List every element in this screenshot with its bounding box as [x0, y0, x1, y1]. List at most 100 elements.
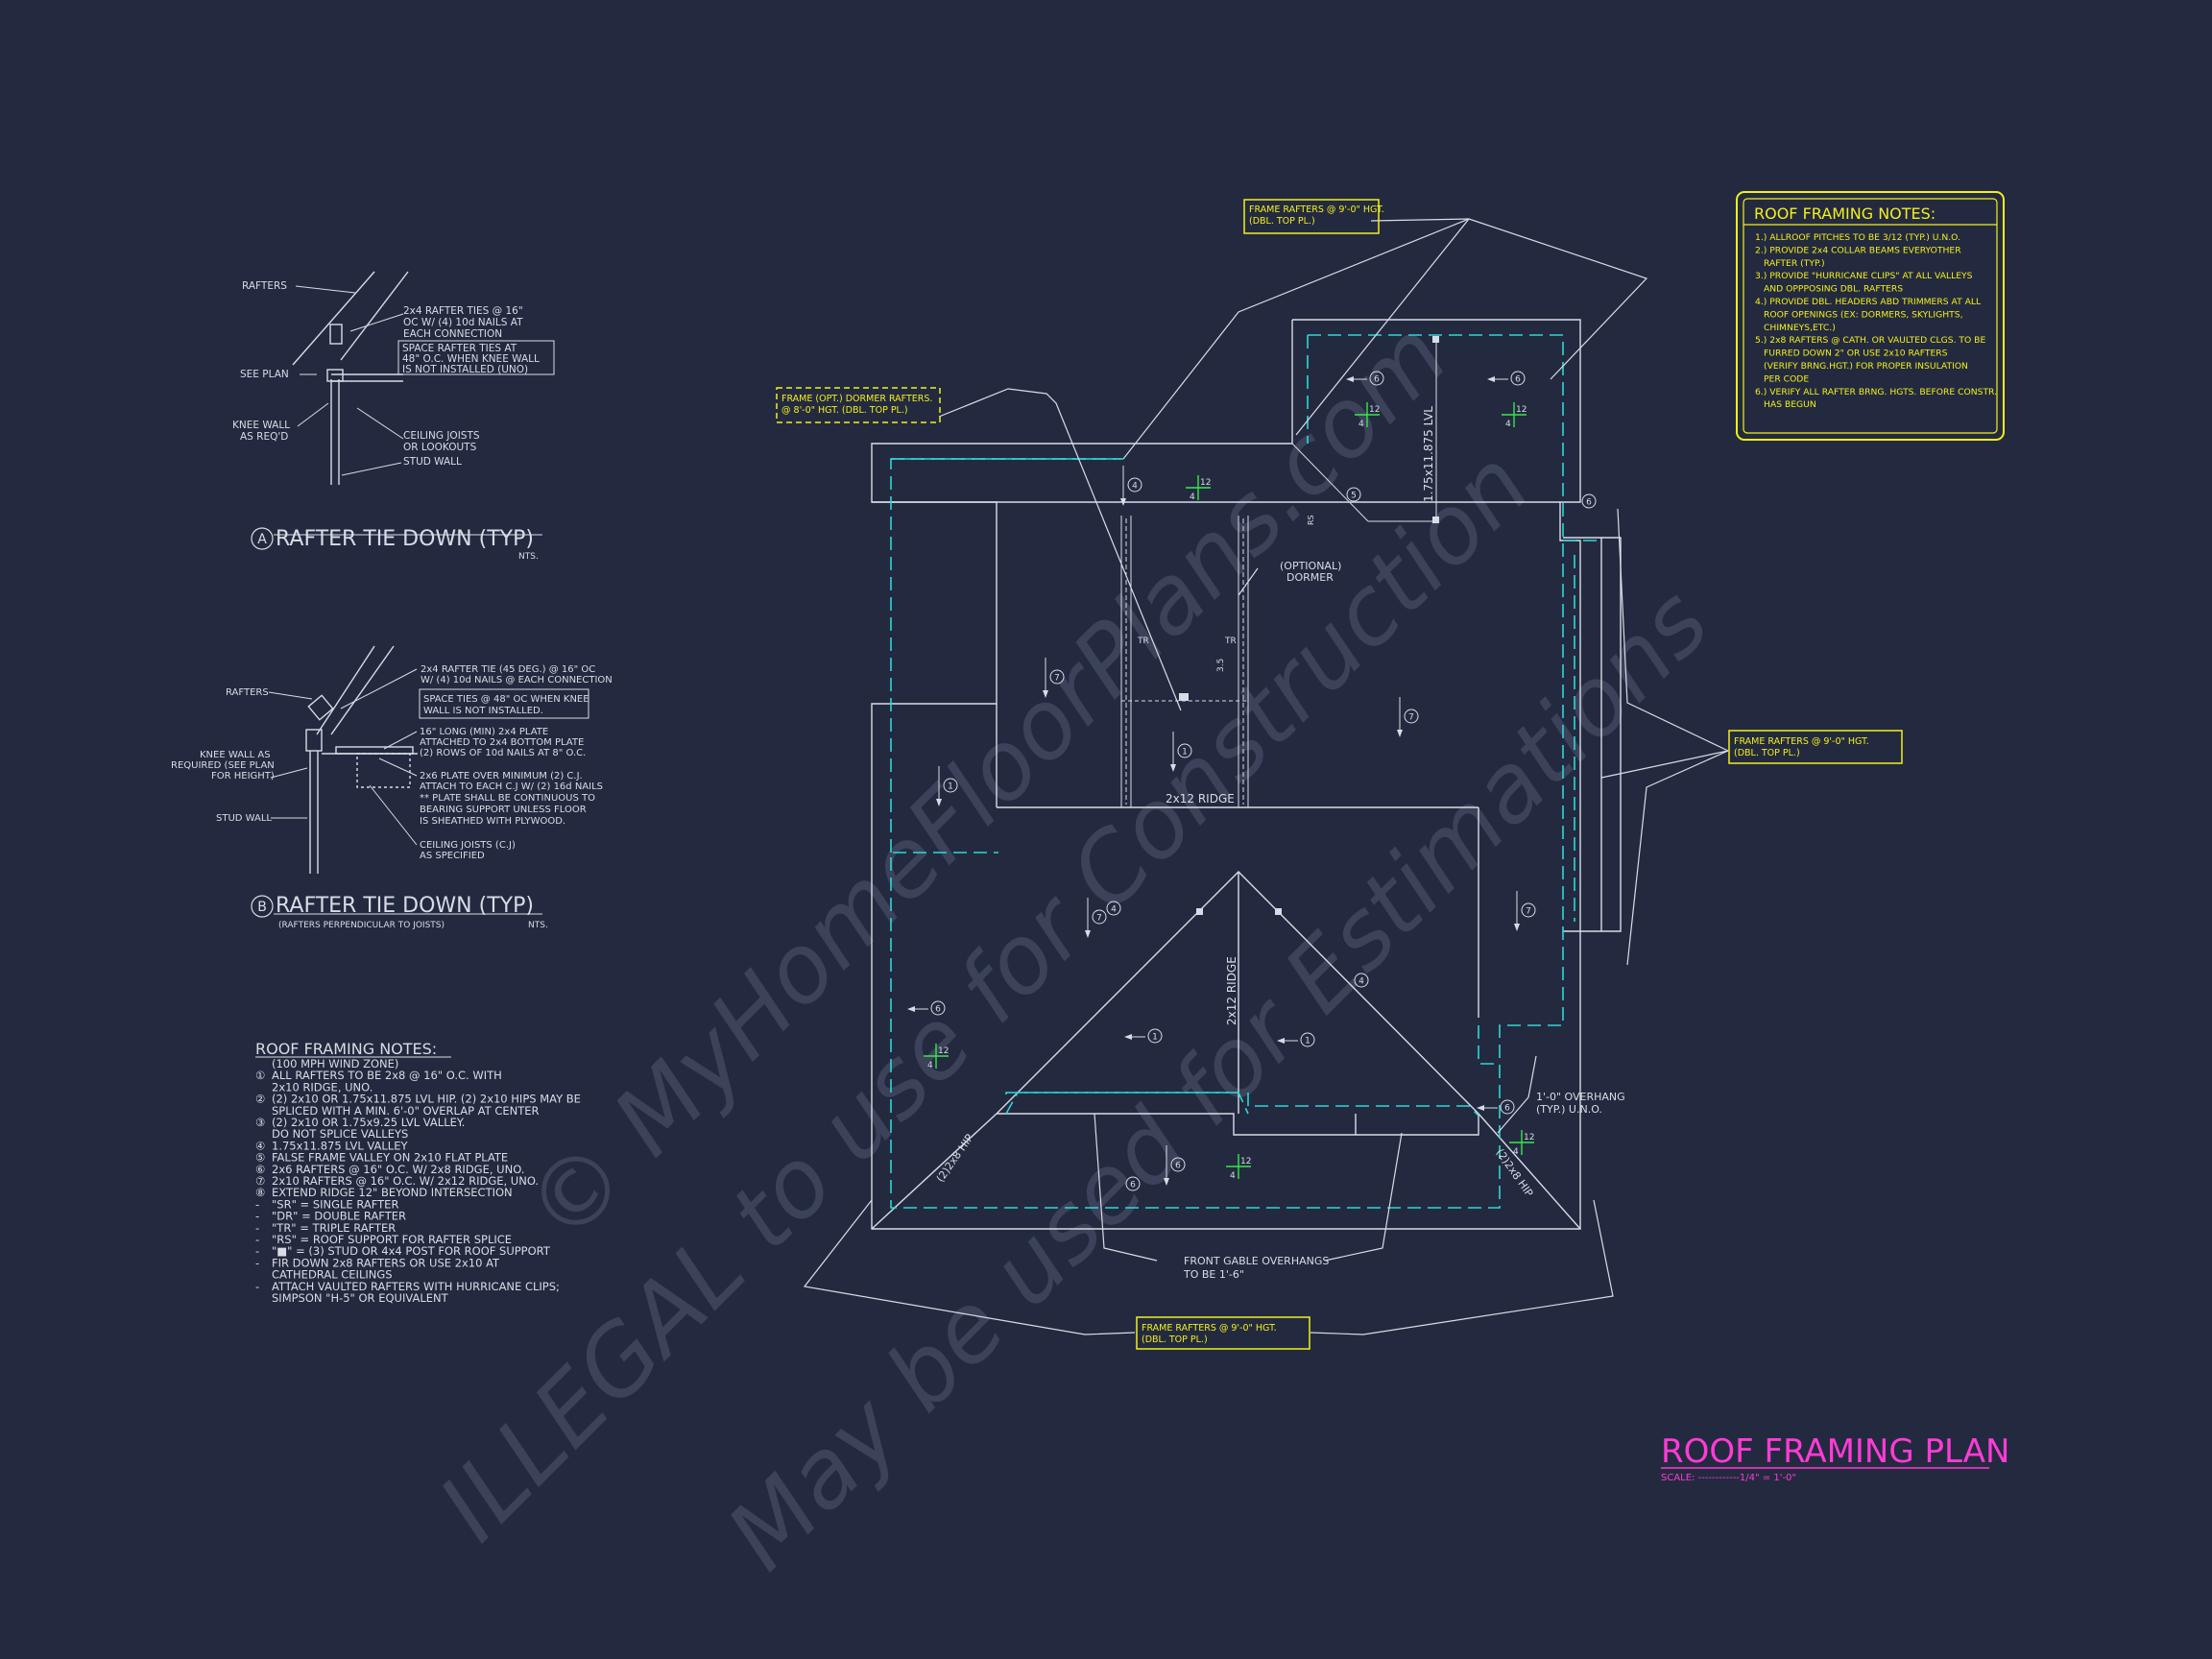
note-line: RAFTER (TYP.) — [1764, 258, 1825, 269]
note-line: "RS" = ROOF SUPPORT FOR RAFTER SPLICE — [272, 1233, 512, 1246]
rafter-mark-label: 6 — [1504, 1104, 1510, 1114]
overhang-line — [1005, 1092, 1249, 1115]
ridge-label-horizontal: 2x12 RIDGE — [1166, 792, 1235, 805]
rafter-mark: 7 — [1397, 697, 1419, 737]
leader-top — [1370, 218, 1648, 380]
note-mark: - — [255, 1280, 259, 1293]
rafter-mark-circle — [1177, 743, 1192, 758]
note-line: 5.) 2x8 RAFTERS @ CATH. OR VAULTED CLGS.… — [1755, 335, 1985, 346]
note-line: DO NOT SPLICE VALLEYS — [272, 1127, 408, 1141]
overhang-line — [1247, 1093, 1479, 1117]
rafter-mark-circle — [1510, 371, 1526, 386]
label-space: SPACE TIES @ 48" OC WHEN KNEE — [423, 694, 589, 705]
note-line: CHIMNEYS,ETC.) — [1764, 323, 1836, 333]
optional-dormer-label: DORMER — [1286, 571, 1334, 584]
right-bumpout-overhang — [1601, 537, 1622, 932]
label-ties: OC W/ (4) 10d NAILS AT — [403, 317, 523, 328]
slope-rise: 12 — [1240, 1157, 1251, 1166]
leader-stud-wall — [341, 462, 402, 476]
rafter-mark: 6 — [907, 1000, 946, 1016]
note-line: "■" = (3) STUD OR 4x4 POST FOR ROOF SUPP… — [272, 1244, 551, 1258]
rafter-mark-label: 7 — [1054, 674, 1060, 684]
rafter-mark-circle — [1346, 487, 1361, 502]
rafter-mark-label: 6 — [1130, 1181, 1136, 1190]
rafter-mark: 4 — [1106, 901, 1121, 916]
dormer-pitch-label: 3.5 — [1216, 659, 1226, 672]
rafter-mark: 7 — [1514, 891, 1536, 931]
note-line: ATTACH VAULTED RAFTERS WITH HURRICANE CL… — [272, 1280, 560, 1293]
note-line: (VERIFY BRNG.HGT.) FOR PROPER INSULATION — [1764, 361, 1968, 372]
note-line: CATHEDRAL CEILINGS — [272, 1268, 393, 1282]
leader-top — [1122, 218, 1470, 460]
label-plate: (2) ROWS OF 10d NAILS AT 8" O.C. — [420, 748, 586, 758]
slope-run: 4 — [1513, 1147, 1519, 1157]
leader-right — [1600, 750, 1729, 779]
rafter-mark: 1 — [1277, 1032, 1315, 1047]
label-space: SPACE RAFTER TIES AT — [402, 343, 517, 354]
label-stud-wall: STUD WALL — [216, 813, 272, 824]
note-mark: ⑥ — [255, 1163, 265, 1176]
optional-dormer-label: (OPTIONAL) — [1280, 560, 1341, 572]
note-line: PER CODE — [1764, 373, 1809, 384]
rafter-arrowhead — [1487, 376, 1495, 382]
rafter-arrowhead — [1514, 924, 1520, 931]
leader-right — [1617, 508, 1729, 752]
note-line: SIMPSON "H-5" OR EQUIVALENT — [272, 1291, 449, 1305]
note-line: 2x6 RAFTERS @ 16" O.C. W/ 2x8 RIDGE, UNO… — [272, 1163, 524, 1176]
notes-heading: ROOF FRAMING NOTES: — [1754, 204, 1936, 223]
rafter-mark-label: 1 — [1305, 1037, 1310, 1046]
slope-marker: 12 4 — [1509, 1130, 1534, 1157]
label-knee-wall: KNEE WALL — [232, 420, 290, 431]
rafter-mark: 7 — [1043, 658, 1065, 698]
slope-run: 4 — [1505, 420, 1511, 429]
slope-marker: 124 — [1502, 402, 1527, 429]
rafter-mark-circle — [1092, 909, 1107, 925]
note-mark: ② — [255, 1093, 265, 1106]
note-line: (2) 2x10 OR 1.75x9.25 LVL VALLEY. — [272, 1116, 465, 1129]
rafter-mark: 1 — [936, 766, 958, 806]
note-line: ALL RAFTERS TO BE 2x8 @ 16" O.C. WITH — [272, 1069, 502, 1082]
lvl-label: 1.75x11.875 LVL — [1422, 406, 1435, 502]
detail-a-text: RAFTERS SEE PLAN KNEE WALL AS REQ'D 2x4 … — [232, 280, 540, 562]
roof-framing-notes-left: ROOF FRAMING NOTES: (100 MPH WIND ZONE)①… — [255, 1040, 581, 1305]
rafter-mark: 6 — [1581, 493, 1597, 509]
notes-box-inner — [1743, 198, 1998, 434]
rafter-mark-label: 6 — [935, 1005, 941, 1015]
plan-scale: SCALE: ------------1/4" = 1'-0" — [1661, 1473, 1796, 1483]
rafter-line — [316, 645, 375, 735]
rafter-mark-label: 1 — [948, 782, 953, 792]
rafter-tie-45 — [307, 694, 334, 721]
slope-rise: 12 — [1524, 1133, 1534, 1142]
rafter-arrowhead — [1124, 1034, 1132, 1040]
ceiling-joists-section — [356, 753, 411, 788]
slope-rise: 12 — [1369, 405, 1380, 415]
hip-left — [871, 1113, 998, 1230]
rafter-mark-label: 4 — [1132, 482, 1138, 492]
note-line: (2) 2x10 OR 1.75x11.875 LVL HIP. (2) 2x1… — [272, 1093, 581, 1106]
rafter-mark-circle — [1404, 709, 1419, 724]
detail-a — [251, 271, 555, 550]
overhang-line — [1478, 1025, 1500, 1065]
detail-a-scale: NTS. — [518, 552, 539, 562]
post-marker — [1432, 517, 1439, 523]
rs-label: RS — [1307, 515, 1315, 525]
callout-bottom-box — [1136, 1316, 1310, 1350]
front-gable-label: TO BE 1'-6" — [1183, 1268, 1244, 1281]
callout-dormer-line: @ 8'-0" HGT. (DBL. TOP PL.) — [781, 405, 908, 416]
note-line: 1.) ALLROOF PITCHES TO BE 3/12 (TYP.) U.… — [1755, 232, 1960, 243]
label-rafters: RAFTERS — [242, 280, 287, 292]
leader-ties — [349, 313, 404, 332]
rafter-mark-label: 6 — [1374, 375, 1380, 385]
rafter-mark-label: 6 — [1515, 375, 1521, 385]
note-line: FALSE FRAME VALLEY ON 2x10 FLAT PLATE — [272, 1151, 508, 1165]
rafter-arrowhead — [1164, 1178, 1169, 1186]
slope-marker: 124 — [1355, 402, 1380, 429]
rafter-arrowhead — [1397, 730, 1403, 737]
overhang-outline — [890, 334, 1564, 1209]
note-mark: ⑧ — [255, 1186, 265, 1199]
leader-rafters — [295, 285, 356, 294]
detail-b — [251, 645, 589, 918]
rafter-mark: 6 — [1346, 371, 1384, 386]
label-tie: 2x4 RAFTER TIE (45 DEG.) @ 16" OC — [421, 664, 595, 675]
